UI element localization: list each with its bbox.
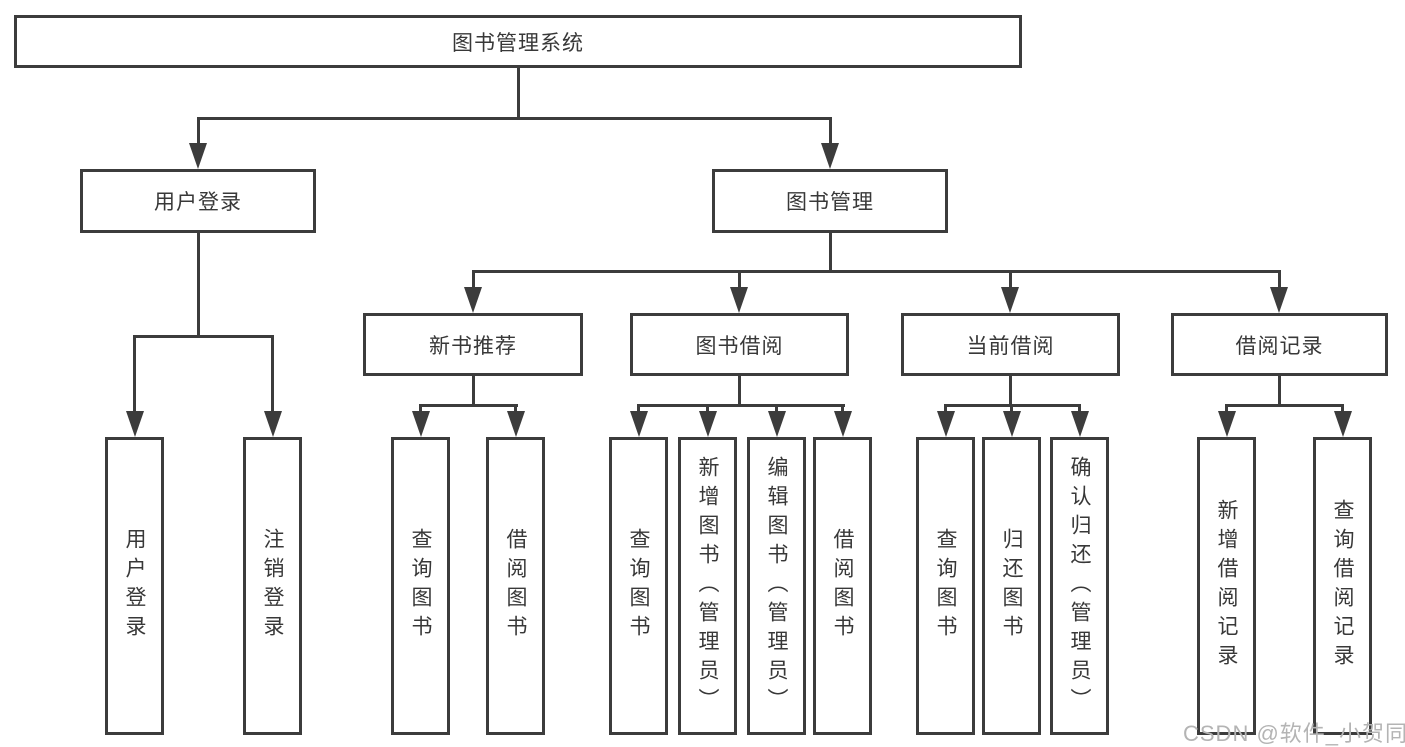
connector-nb-leaf-stem	[514, 404, 517, 414]
connector-bb-leaf-stem	[775, 404, 778, 414]
leaf-cb-query-books: 查询图书	[916, 437, 975, 735]
connector-bb-leaf-stem	[637, 404, 640, 414]
arrow-down-icon	[506, 411, 525, 437]
node-user-login: 用户登录	[80, 169, 316, 233]
arrow-down-icon	[730, 287, 748, 313]
connector-cb-leaf-stem	[1078, 404, 1081, 414]
connector-mgmt-child-stem	[1008, 270, 1012, 290]
connector-bb-stem	[737, 375, 741, 407]
node-book-borrow: 图书借阅	[630, 313, 849, 376]
arrow-down-icon	[1217, 411, 1236, 437]
connector-cb-stem	[1008, 375, 1012, 407]
connector-root-left-stem	[196, 117, 200, 145]
connector-mgmt-child-stem	[737, 270, 741, 290]
node-root-library-system: 图书管理系统	[14, 15, 1022, 68]
arrow-down-icon	[1001, 287, 1019, 313]
leaf-nb-borrow-books: 借阅图书	[486, 437, 545, 735]
leaf-nb-query-books: 查询图书	[391, 437, 450, 735]
arrow-down-icon	[821, 143, 839, 169]
arrow-down-icon	[125, 411, 144, 437]
connector-root-stem	[516, 67, 520, 119]
node-book-management: 图书管理	[712, 169, 948, 233]
leaf-bb-borrow-books: 借阅图书	[813, 437, 872, 735]
arrow-down-icon	[464, 287, 482, 313]
connector-bb-leaf-stem	[841, 404, 844, 414]
arrow-down-icon	[698, 411, 717, 437]
connector-nb-hline	[419, 404, 518, 407]
leaf-br-query-record: 查询借阅记录	[1313, 437, 1372, 735]
node-borrow-records: 借阅记录	[1171, 313, 1388, 376]
connector-br-stem	[1277, 375, 1281, 407]
connector-br-leaf-stem	[1341, 404, 1344, 414]
connector-bb-hline	[637, 404, 845, 407]
arrow-down-icon	[1002, 411, 1021, 437]
arrow-down-icon	[189, 143, 207, 169]
leaf-br-add-record: 新增借阅记录	[1197, 437, 1256, 735]
connector-login-leaf-stem	[271, 335, 274, 413]
connector-mgmt-child-stem	[1277, 270, 1281, 290]
arrow-down-icon	[1270, 287, 1288, 313]
arrow-down-icon	[936, 411, 955, 437]
connector-root-right-stem	[828, 117, 832, 145]
connector-br-hline	[1225, 404, 1344, 407]
leaf-bb-edit-books-admin: 编辑图书（管理员）	[747, 437, 806, 735]
arrow-down-icon	[767, 411, 786, 437]
connector-mgmt-child-stem	[471, 270, 475, 290]
node-new-book-recommend: 新书推荐	[363, 313, 583, 376]
connector-nb-leaf-stem	[419, 404, 422, 414]
leaf-cb-return-books: 归还图书	[982, 437, 1041, 735]
connector-login-stem	[196, 232, 200, 338]
connector-login-leaf-stem	[133, 335, 136, 413]
connector-cb-leaf-stem	[944, 404, 947, 414]
leaf-bb-add-books-admin: 新增图书（管理员）	[678, 437, 737, 735]
connector-nb-stem	[471, 375, 475, 407]
arrow-down-icon	[263, 411, 282, 437]
connector-mgmt-stem	[828, 232, 832, 273]
arrow-down-icon	[833, 411, 852, 437]
leaf-bb-query-books: 查询图书	[609, 437, 668, 735]
connector-mgmt-hline	[471, 270, 1281, 273]
arrow-down-icon	[1070, 411, 1089, 437]
connector-login-hline	[133, 335, 274, 338]
leaf-user-login: 用户登录	[105, 437, 164, 735]
connector-br-leaf-stem	[1225, 404, 1228, 414]
connector-root-hline	[197, 117, 831, 120]
connector-bb-leaf-stem	[706, 404, 709, 414]
arrow-down-icon	[1333, 411, 1352, 437]
leaf-cb-confirm-return-admin: 确认归还（管理员）	[1050, 437, 1109, 735]
leaf-logout: 注销登录	[243, 437, 302, 735]
connector-cb-leaf-stem	[1010, 404, 1013, 414]
arrow-down-icon	[629, 411, 648, 437]
node-current-borrow: 当前借阅	[901, 313, 1120, 376]
arrow-down-icon	[411, 411, 430, 437]
